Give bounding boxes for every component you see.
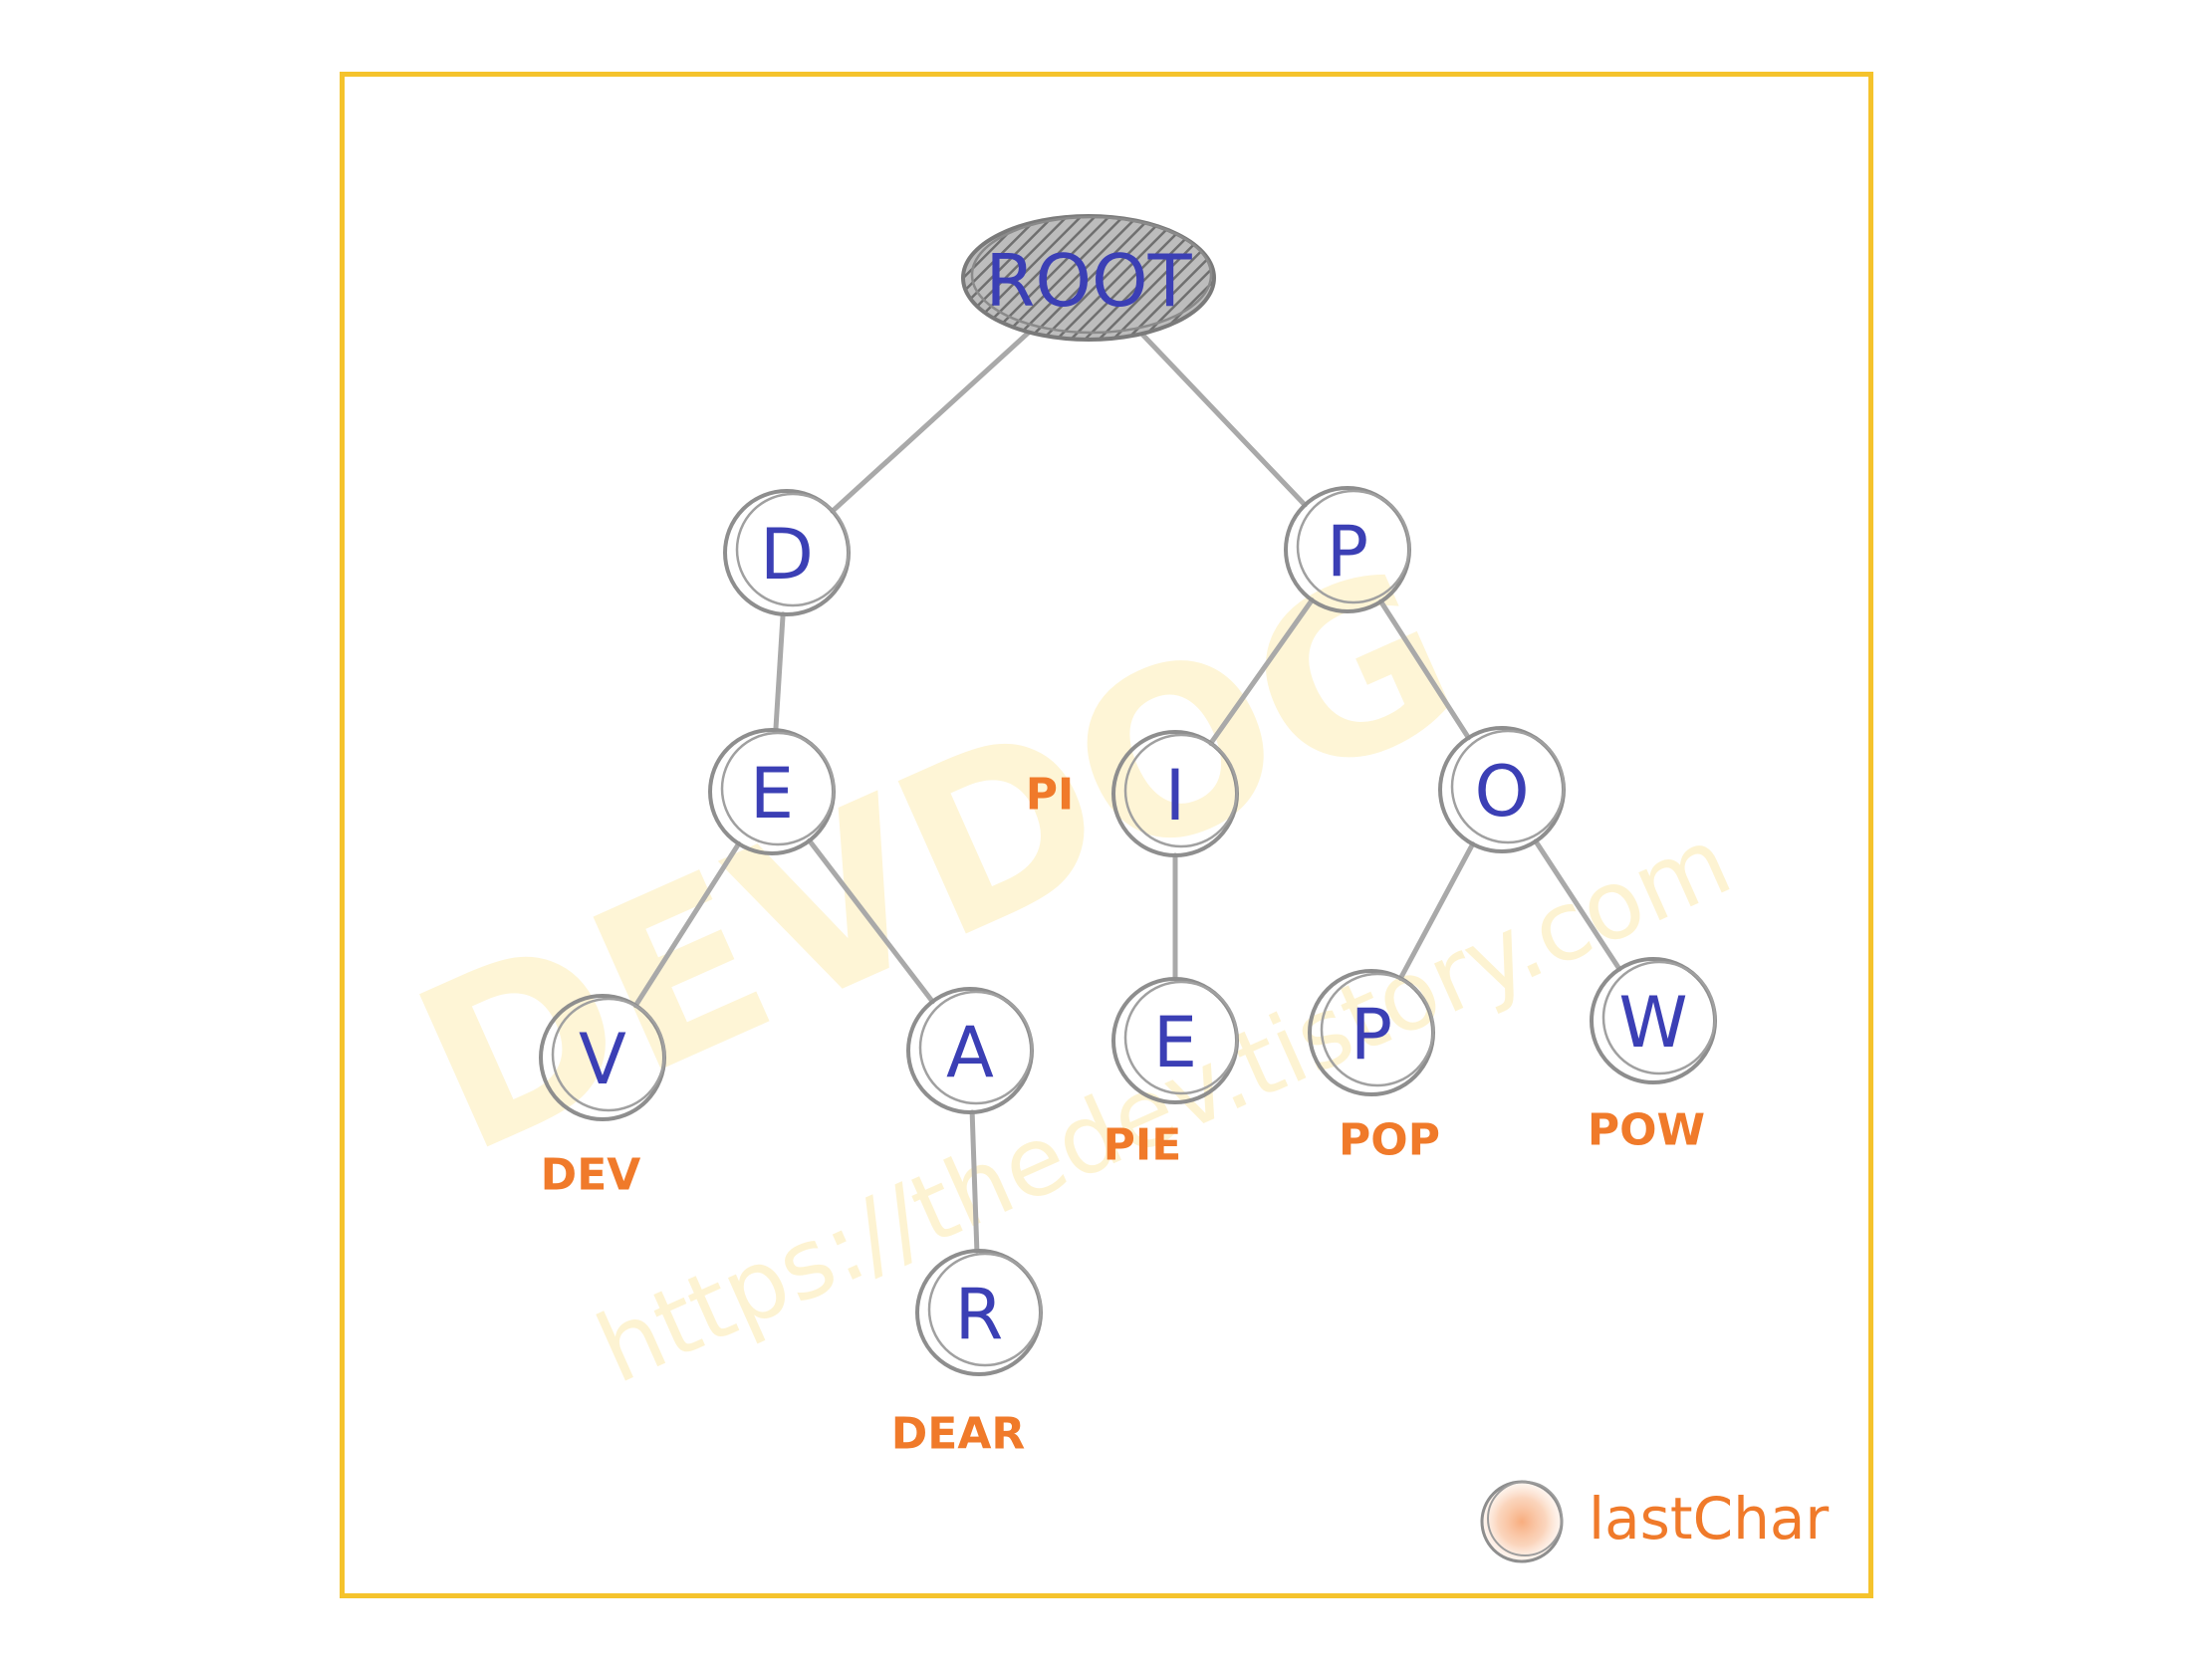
node-e2: E <box>1111 977 1239 1104</box>
edge-a-r <box>969 1109 980 1254</box>
node-letter-v: V <box>579 1019 626 1100</box>
word-label-i: PI <box>1026 770 1075 821</box>
node-d: D <box>723 489 851 616</box>
node-o: O <box>1438 726 1566 853</box>
edge-o-p2 <box>1397 841 1476 981</box>
edge-p-i <box>1208 597 1315 746</box>
node-p2: P <box>1308 969 1435 1096</box>
node-letter-p2: P <box>1351 994 1392 1075</box>
node-i: I <box>1111 730 1239 857</box>
edge-d-e1 <box>773 611 786 733</box>
node-letter-a: A <box>946 1012 994 1093</box>
node-letter-e1: E <box>750 753 794 834</box>
node-p: P <box>1284 486 1411 613</box>
legend-label: lastChar <box>1589 1485 1829 1552</box>
edge-root-d <box>830 315 1048 514</box>
legend: lastChar <box>1480 1480 1829 1563</box>
node-r: R <box>915 1249 1043 1376</box>
word-label-e2: PIE <box>1104 1120 1182 1171</box>
node-letter-w: W <box>1618 982 1687 1064</box>
node-a: A <box>906 987 1034 1114</box>
edge-p-o <box>1378 598 1471 741</box>
edge-e1-v <box>632 840 742 1009</box>
word-label-v: DEV <box>541 1150 641 1201</box>
node-letter-r: R <box>955 1274 1004 1355</box>
word-label-r: DEAR <box>891 1409 1026 1460</box>
node-letter-d: D <box>760 514 814 596</box>
edge-root-p <box>1126 318 1308 508</box>
word-label-w: POW <box>1588 1105 1705 1156</box>
root-node: ROOT <box>961 214 1216 342</box>
word-labels: PI DEV PIE POP POW DEAR <box>541 770 1705 1460</box>
root-label: ROOT <box>985 239 1192 323</box>
node-w: W <box>1590 957 1717 1084</box>
edge-e1-a <box>807 837 935 1005</box>
node-e1: E <box>708 728 836 855</box>
word-label-p2: POP <box>1339 1115 1440 1166</box>
node-letter-e2: E <box>1153 1002 1197 1083</box>
node-v: V <box>539 994 666 1121</box>
watermark: DEVDOG https://thedev.tistory.com <box>382 516 1747 1405</box>
trie-nodes: D P E I O V A E P W R <box>539 486 1717 1376</box>
edge-o-w <box>1533 838 1622 972</box>
node-letter-p: P <box>1327 511 1368 593</box>
legend-swatch <box>1480 1480 1564 1563</box>
edges <box>632 315 1622 1254</box>
node-letter-o: O <box>1474 751 1529 833</box>
node-letter-i: I <box>1165 755 1186 836</box>
